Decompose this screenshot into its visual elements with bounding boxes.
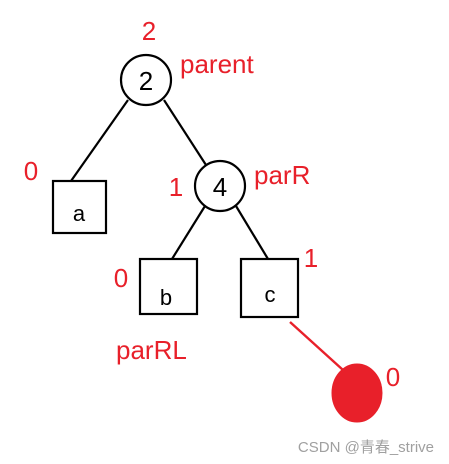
root-node [119, 53, 173, 107]
root-node-value: 2 [139, 66, 153, 96]
inserted-node-balance-factor: 0 [386, 362, 400, 392]
edge-c-to-new-node [289, 321, 344, 371]
subtree-c-label: c [265, 282, 276, 307]
right-child-balance-factor: 1 [169, 172, 183, 202]
subtree-c-balance-factor: 1 [304, 243, 318, 273]
watermark: CSDN @青春_strive [298, 439, 434, 456]
subtree-b-balance-factor: 0 [114, 263, 128, 293]
subtree-b-label: b [160, 285, 172, 310]
edge-4-to-b [171, 205, 206, 260]
right-child-name-label: parR [254, 160, 310, 190]
right-child-node-value: 4 [213, 172, 227, 202]
subtree-b-name-label: parRL [116, 335, 187, 365]
subtree-a-balance-factor: 0 [24, 156, 38, 186]
edge-root-to-4 [163, 99, 207, 166]
subtree-b-box [138, 257, 199, 316]
subtree-c-box [239, 257, 300, 319]
subtree-a-label: a [73, 201, 86, 226]
edge-4-to-c [235, 205, 269, 260]
edge-root-to-a [70, 99, 129, 182]
root-name-label: parent [180, 49, 254, 79]
subtree-a-box [51, 179, 108, 235]
root-balance-factor: 2 [142, 16, 156, 46]
inserted-node [331, 363, 383, 423]
right-child-node [193, 159, 247, 213]
